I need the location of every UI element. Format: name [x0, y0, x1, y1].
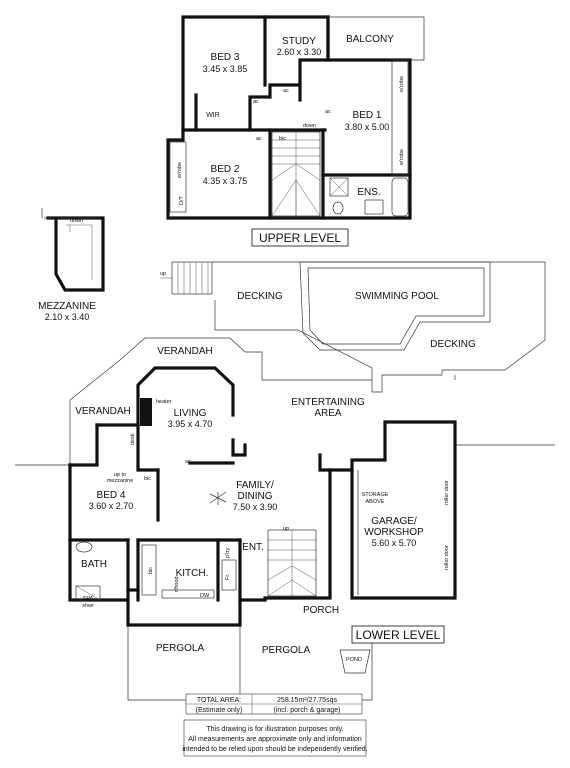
family-dims: 7.50 x 3.90	[233, 502, 278, 512]
note-up-mezzanine: mezzanine	[107, 478, 134, 484]
area-label: TOTAL AREA:	[197, 697, 241, 704]
note-ac: ac	[253, 99, 259, 105]
verandah-label: VERANDAH	[157, 346, 213, 357]
area-value: 258.15m²/27.75sqs	[277, 697, 337, 704]
mezzanine-down: down	[70, 218, 83, 224]
bed1-label: BED 1	[353, 110, 382, 121]
note-wrobe: w'robe	[399, 149, 405, 166]
disclaimer: This drawing is for illustration purpose…	[182, 719, 368, 757]
pond-label: POND	[346, 657, 362, 663]
note-up: up	[283, 526, 289, 532]
note-wrobe: w'robe	[177, 162, 183, 179]
family-label: FAMILY/	[236, 480, 274, 491]
note-rangehood: r/hood	[174, 576, 180, 592]
bed3-label: BED 3	[211, 52, 240, 63]
roller-door-label: roller door	[444, 480, 450, 505]
note-desk: desk	[130, 433, 136, 445]
study-label: STUDY	[282, 36, 316, 47]
bed4-label: BED 4	[97, 490, 126, 501]
note-ac: ac	[185, 459, 191, 465]
disclaimer-line: intended to be relied upon should be ind…	[182, 746, 367, 753]
deck-stairs	[160, 261, 213, 295]
family-label: DINING	[238, 491, 273, 502]
deck-up: up	[160, 271, 166, 277]
porch-label: PORCH	[303, 605, 339, 616]
area-value: (incl. porch & garage)	[274, 707, 341, 714]
storage-label: ABOVE	[366, 499, 385, 505]
note-bic: bic	[279, 136, 286, 142]
spa-label: SPA	[83, 596, 94, 602]
lower-level: up DECKING SWIMMING POOL DECKING	[15, 261, 555, 701]
note-bic: bic	[148, 567, 154, 574]
mezzanine-label: MEZZANINE	[38, 301, 96, 312]
note-bic: bic	[144, 476, 151, 482]
bed2-label: BED 2	[211, 164, 240, 175]
ceiling-fan-icon	[209, 491, 227, 505]
bed3-dims: 3.45 x 3.85	[203, 64, 248, 74]
mezzanine: down MEZZANINE 2.10 x 3.40	[38, 208, 105, 322]
bed4-dims: 3.60 x 2.70	[89, 501, 134, 511]
bed1-dims: 3.80 x 5.00	[345, 122, 390, 132]
note-heater: heater	[156, 399, 172, 405]
upper-stairs	[271, 131, 321, 217]
pergola-label: PERGOLA	[262, 645, 311, 656]
area-table: TOTAL AREA: (Estimate only) 258.15m²/27.…	[185, 693, 363, 715]
balcony-label: BALCONY	[346, 34, 394, 45]
garage-dims: 5.60 x 5.70	[372, 538, 417, 548]
area-label: (Estimate only)	[196, 707, 243, 714]
upper-level: BED 3 3.45 x 3.85 STUDY 2.60 x 3.30 BALC…	[166, 15, 425, 247]
pergola-label: PERGOLA	[156, 643, 205, 654]
pool-label: SWIMMING POOL	[355, 291, 439, 302]
note-wrobe: w'robe	[399, 76, 405, 93]
note-dt: D/T	[179, 196, 185, 206]
entertaining-label: AREA	[314, 408, 342, 419]
note-pantry: p'try	[225, 548, 231, 558]
note-down: down	[303, 123, 316, 129]
upper-level-title: UPPER LEVEL	[259, 231, 341, 245]
spa-sub-label: shwr	[82, 603, 94, 609]
bath-label: BATH	[81, 559, 107, 570]
roller-door-label: roller door	[444, 545, 450, 570]
mezzanine-dims: 2.10 x 3.40	[45, 312, 90, 322]
garage-label: GARAGE/	[371, 516, 417, 527]
entry-label: ENT.	[242, 542, 264, 553]
kitchen-label: KITCH.	[176, 568, 209, 579]
note-ac: ac	[325, 109, 331, 115]
lower-level-title: LOWER LEVEL	[356, 628, 441, 642]
bed2-dims: 4.35 x 3.75	[203, 176, 248, 186]
disclaimer-line: This drawing is for illustration purpose…	[206, 726, 343, 733]
verandah-label: VERANDAH	[75, 406, 131, 417]
garage-label: WORKSHOP	[364, 527, 424, 538]
living-dims: 3.95 x 4.70	[168, 419, 213, 429]
note-dw: DW	[200, 593, 210, 599]
wir-label: WIR	[206, 112, 220, 119]
entertaining-label: ENTERTAINING	[291, 397, 365, 408]
decking-label: DECKING	[237, 291, 283, 302]
living-label: LIVING	[174, 408, 207, 419]
disclaimer-line: All measurements are approximate only an…	[188, 736, 362, 743]
note-ac: ac	[256, 136, 262, 142]
ensuite-label: ENS.	[357, 187, 380, 198]
lower-stairs	[267, 529, 317, 597]
study-dims: 2.60 x 3.30	[277, 47, 322, 57]
note-ac: ac	[283, 88, 289, 94]
note-fridge: Fr.	[225, 573, 231, 580]
note-up-mezzanine: up to	[114, 472, 126, 478]
decking-label: DECKING	[430, 339, 476, 350]
storage-label: STORAGE	[362, 492, 389, 498]
